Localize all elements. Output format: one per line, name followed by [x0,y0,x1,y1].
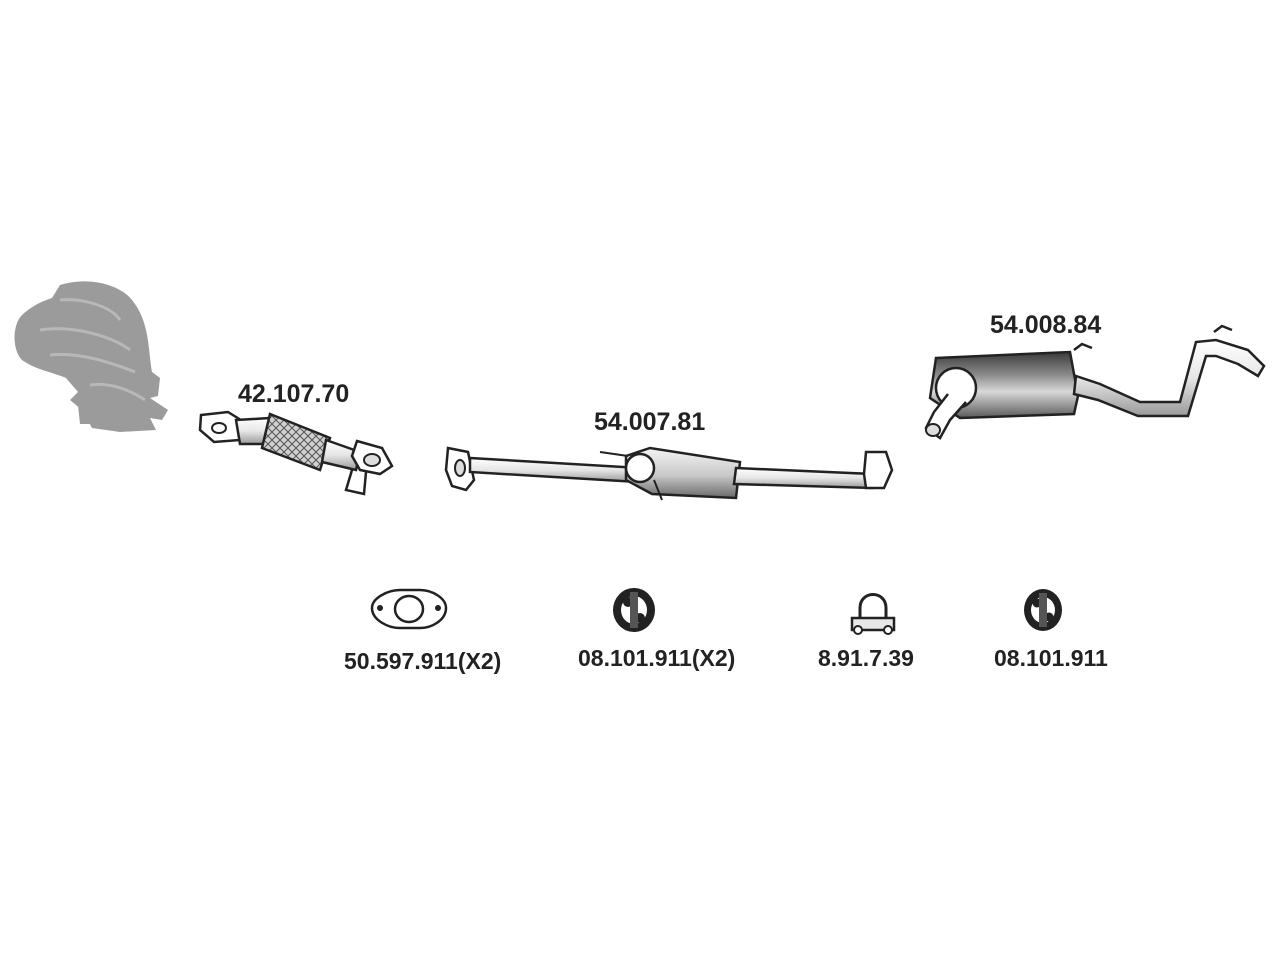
front-pipe-label: 42.107.70 [238,380,350,408]
rubber-mount-icon [613,588,655,632]
u-clamp-icon [850,593,896,635]
rear-silencer-label: 54.008.84 [990,311,1102,339]
gasket-label: 50.597.911(X2) [344,648,502,674]
rubber-mount-single-icon [1024,589,1062,631]
engine-details [39,298,146,402]
u-clamp-label: 8.91.7.39 [818,645,914,671]
rubber-mount-label: 08.101.911(X2) [578,645,736,671]
center-silencer-label: 54.007.81 [594,408,706,436]
rubber-mount-single-label: 08.101.911 [994,645,1108,671]
front-pipe-42-107-70 [198,410,394,496]
rear-silencer-54-008-84 [924,324,1266,440]
center-silencer-54-007-81 [444,446,894,501]
gasket-icon [370,588,448,630]
